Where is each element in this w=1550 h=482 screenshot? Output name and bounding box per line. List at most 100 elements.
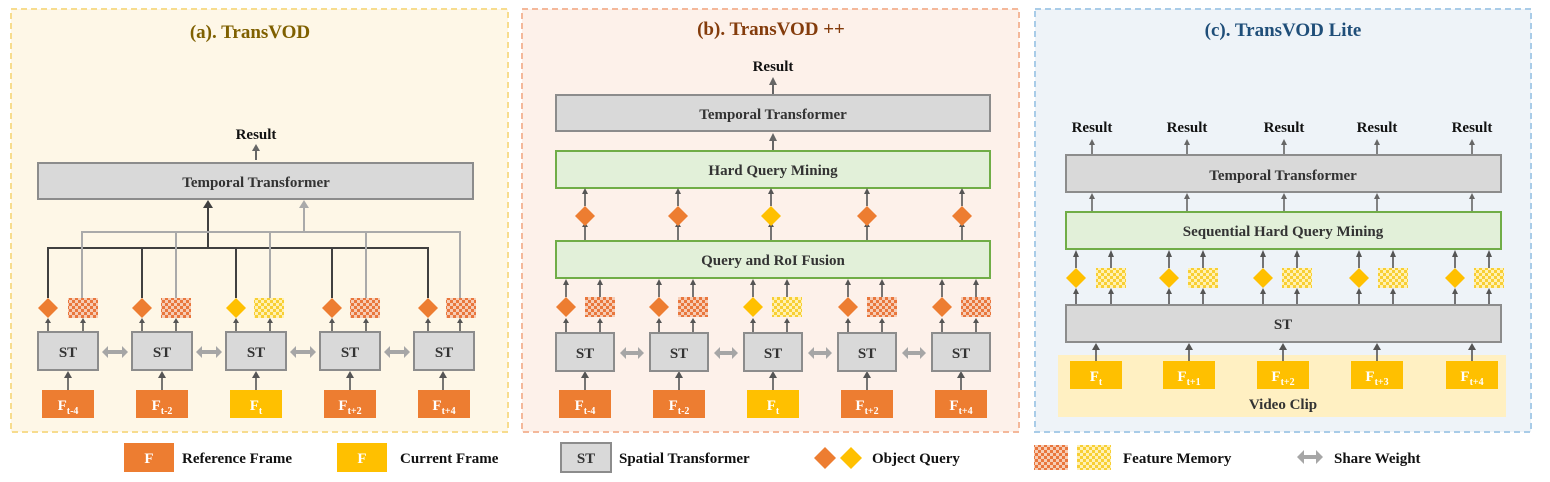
panel-c-st-label: ST — [1274, 317, 1292, 333]
spatial-transformer-box — [649, 332, 709, 372]
frame-box — [1351, 361, 1403, 389]
panel-c-shqm-label: Sequential Hard Query Mining — [1183, 224, 1384, 240]
panel-a-title: (a). TransVOD — [190, 22, 310, 43]
legend: F Reference Frame F Current Frame ST Spa… — [124, 442, 1421, 473]
feature-memory-icon — [585, 297, 615, 317]
panel-c-result: Result — [1452, 120, 1493, 136]
panel-b-column: ST Ft+4 — [931, 279, 991, 418]
panel-c-frame-arrows — [1092, 343, 1476, 361]
object-query-icon — [952, 206, 972, 226]
spatial-transformer-box — [131, 331, 193, 371]
legend-feature-memory-icon — [1034, 445, 1068, 470]
panel-b-query-roi-fusion — [555, 240, 991, 279]
legend-current-letter: F — [357, 451, 366, 467]
frame-box — [1070, 361, 1122, 389]
panel-c-video-clip-label: Video Clip — [1249, 397, 1317, 413]
object-query-icon — [226, 298, 246, 318]
legend-share-weight-icon — [1297, 450, 1323, 464]
frame-box — [324, 390, 376, 418]
feature-memory-icon — [1282, 268, 1312, 288]
panel-b-column: ST Ft — [743, 279, 803, 418]
feature-memory-icon — [772, 297, 802, 317]
feature-memory-icon — [161, 298, 191, 318]
legend-feature-memory-label: Feature Memory — [1123, 451, 1232, 467]
frame-box — [136, 390, 188, 418]
object-query-icon — [322, 298, 342, 318]
st-label: ST — [247, 345, 265, 361]
panel-c-temporal-label: Temporal Transformer — [1209, 168, 1357, 184]
object-query-icon — [1066, 268, 1086, 288]
object-query-icon — [649, 297, 669, 317]
frame-label: Ft+4 — [432, 398, 455, 417]
st-label: ST — [670, 346, 688, 362]
panel-c-result-arrows — [1089, 139, 1475, 155]
st-label: ST — [435, 345, 453, 361]
feature-memory-icon — [1378, 268, 1408, 288]
panel-c-sequential-hard-query-mining — [1065, 211, 1502, 250]
panel-c-result: Result — [1357, 120, 1398, 136]
panel-b-temporal-label: Temporal Transformer — [699, 107, 847, 123]
spatial-transformer-box — [837, 332, 897, 372]
spatial-transformer-box — [743, 332, 803, 372]
object-query-icon — [132, 298, 152, 318]
feature-memory-icon — [1096, 268, 1126, 288]
panel-a-query-bus — [47, 200, 429, 298]
panel-b-hqm-arrow — [769, 133, 777, 151]
frame-label: Ft — [767, 398, 780, 417]
spatial-transformer-box — [319, 331, 381, 371]
frame-box — [653, 390, 705, 418]
legend-object-query-icon — [814, 447, 836, 469]
panel-c-result: Result — [1072, 120, 1113, 136]
st-label: ST — [341, 345, 359, 361]
panel-a-column: ST Ft-2 — [131, 298, 193, 418]
st-label: ST — [153, 345, 171, 361]
object-query-icon — [668, 206, 688, 226]
panel-a-column: ST Ft+2 — [319, 298, 381, 418]
panel-a-column: ST Ft — [225, 298, 287, 418]
object-query-icon — [838, 297, 858, 317]
panel-a-memory-bus — [81, 200, 461, 298]
panel-a-column: ST Ft+4 — [413, 298, 476, 418]
object-query-icon — [857, 206, 877, 226]
object-query-icon — [418, 298, 438, 318]
feature-memory-icon — [350, 298, 380, 318]
feature-memory-icon — [961, 297, 991, 317]
frame-label: Ft-4 — [575, 398, 596, 417]
legend-share-weight-label: Share Weight — [1334, 451, 1421, 467]
share-weight-icon — [102, 346, 410, 358]
st-label: ST — [59, 345, 77, 361]
object-query-icon — [932, 297, 952, 317]
object-query-icon — [1349, 268, 1369, 288]
legend-st-swatch — [560, 442, 612, 473]
feature-memory-icon — [867, 297, 897, 317]
panel-c-temporal-transformer — [1065, 154, 1502, 193]
st-label: ST — [764, 346, 782, 362]
feature-memory-icon — [1188, 268, 1218, 288]
frame-label: Ft+4 — [949, 398, 972, 417]
legend-object-query-label: Object Query — [872, 451, 960, 467]
frame-box — [747, 390, 799, 418]
st-label: ST — [952, 346, 970, 362]
legend-object-query-icon — [840, 447, 862, 469]
st-label: ST — [576, 346, 594, 362]
panel-b-column: ST Ft-4 — [555, 279, 615, 418]
panel-c-result: Result — [1167, 120, 1208, 136]
frame-box — [42, 390, 94, 418]
object-query-icon — [761, 206, 781, 226]
frame-label: Ft+1 — [1177, 369, 1200, 388]
panel-c-title: (c). TransVOD Lite — [1205, 20, 1362, 41]
panel-b-temporal-transformer — [555, 94, 991, 132]
panel-b-fusion-label: Query and RoI Fusion — [701, 253, 845, 269]
object-query-icon — [1253, 268, 1273, 288]
frame-box — [1163, 361, 1215, 389]
frame-label: Ft+2 — [1271, 369, 1294, 388]
frame-label: Ft-4 — [58, 398, 79, 417]
frame-box — [1257, 361, 1309, 389]
panel-b-hqm-label: Hard Query Mining — [708, 163, 838, 179]
feature-memory-icon — [254, 298, 284, 318]
spatial-transformer-box — [37, 331, 99, 371]
panel-b-hard-query-mining — [555, 150, 991, 189]
feature-memory-icon — [446, 298, 476, 318]
frame-box — [230, 390, 282, 418]
